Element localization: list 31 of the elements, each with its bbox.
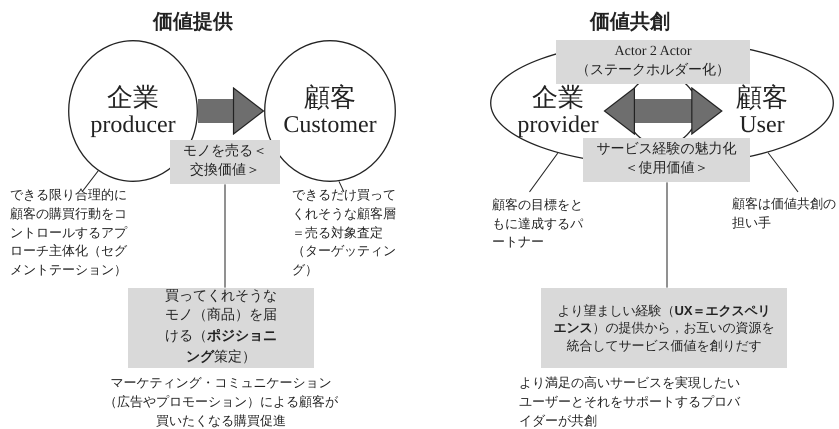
node-title: 企業 <box>532 84 584 112</box>
node-subtitle: producer <box>90 112 176 138</box>
note-text: より満足の高いサービスを実現したいユーザーとそれをサポートするプロバイダーが共創 <box>519 374 742 429</box>
annotation-text: できる限り合理的に顧客の購買行動をコントロールするアプローチ主体化（セグメントテーション） <box>10 186 128 280</box>
node-subtitle: User <box>739 112 785 138</box>
leader-line <box>82 170 99 192</box>
label-box <box>583 138 750 182</box>
note-text: マーケティング・コミュニケーション（広告やプロモーション）による顧客が買いたくなる購買促進 <box>103 374 339 429</box>
section-title: 価値共創 <box>588 10 671 35</box>
double-arrow <box>604 87 722 135</box>
node-title: 顧客 <box>736 84 788 112</box>
box-text: 買ってくれそうなモノ（商品）を届ける（ポジショニング策定） <box>164 288 278 367</box>
leader-line <box>338 180 344 192</box>
annotation-text: できるだけ買ってくれそうな顧客層＝売る対象査定（ターゲッティング） <box>292 186 397 280</box>
node-title: 顧客 <box>304 84 356 112</box>
section-title: 価値提供 <box>152 10 234 35</box>
box-text: モノを売る＜交換価値＞ <box>182 143 268 180</box>
block-arrow <box>198 87 264 135</box>
leader-line <box>224 184 226 288</box>
box-text: Actor 2 Actor（ステークホルダー化） <box>575 43 731 80</box>
node-subtitle: Customer <box>283 112 377 138</box>
annotation-text: 顧客の目標をともに達成するパートナー <box>492 196 584 252</box>
label-box <box>170 140 280 184</box>
leader-line <box>529 152 558 192</box>
node-title: 企業 <box>107 84 159 112</box>
annotation-text: 顧客は価値共創の担い手 <box>732 195 836 232</box>
box-text: より望ましい経験（UX＝エクスペリエンス）の提供から，お互いの資源を統合してサービス価値を創りだす <box>552 302 776 354</box>
node-subtitle: provider <box>517 112 599 138</box>
leader-line <box>666 182 668 288</box>
leader-line <box>768 152 799 192</box>
box-text: サービス経験の魅力化＜使用価値＞ <box>596 141 738 178</box>
